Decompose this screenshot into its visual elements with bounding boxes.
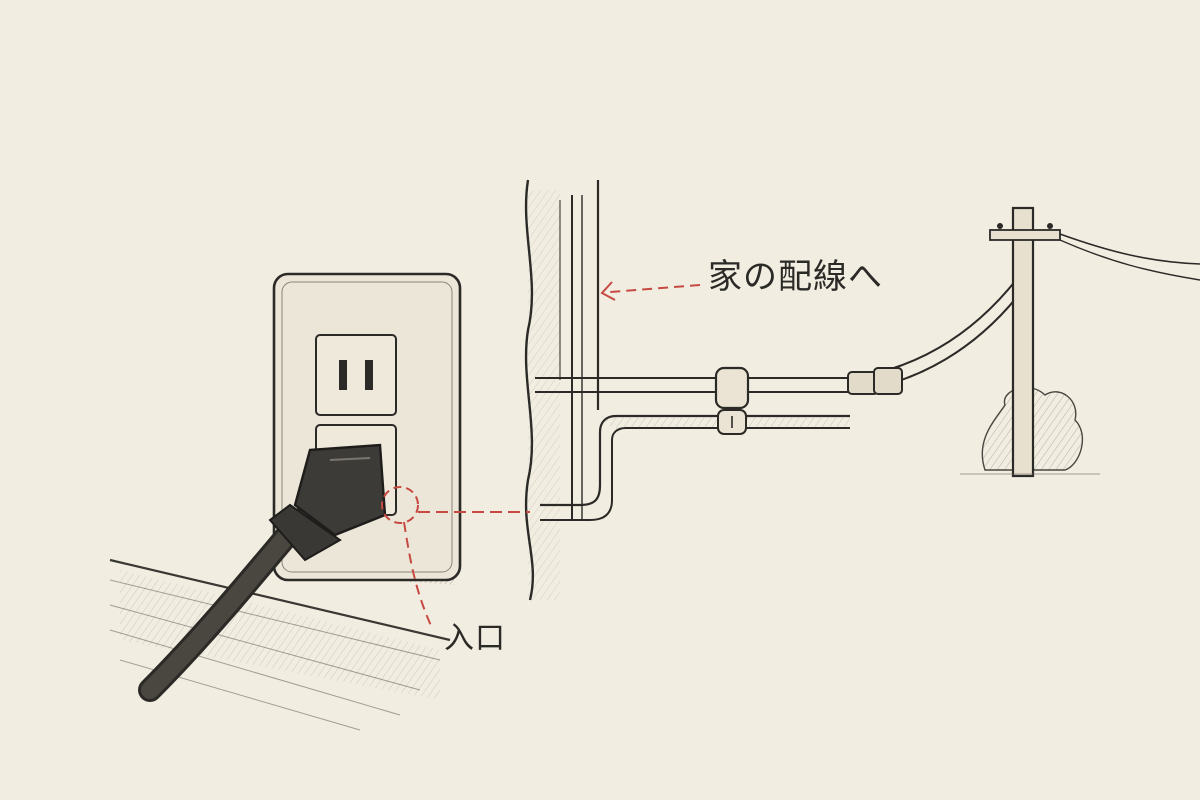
plug-icon xyxy=(138,443,387,702)
annotation-arrow-wiring xyxy=(600,281,701,301)
label-to-house-wiring: 家の配線へ xyxy=(708,257,883,297)
annotation-inlet-marker xyxy=(381,486,530,629)
cable-clamp xyxy=(714,366,750,435)
wall-section xyxy=(524,179,600,601)
utility-pole-icon xyxy=(960,206,1200,478)
service-cable xyxy=(847,274,1031,395)
floor-board xyxy=(109,558,451,731)
label-inlet: 入口 xyxy=(444,621,506,656)
